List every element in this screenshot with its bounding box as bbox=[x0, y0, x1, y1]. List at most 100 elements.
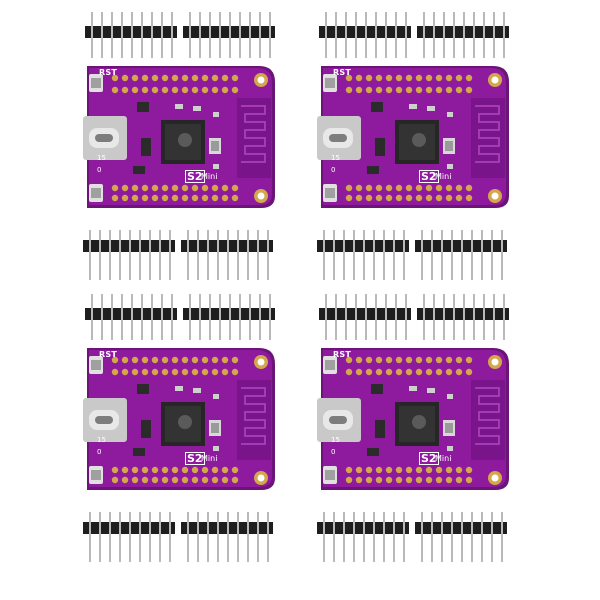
header-pin bbox=[451, 230, 453, 280]
header-pin bbox=[247, 230, 249, 280]
header-pin bbox=[473, 12, 475, 58]
header-pin bbox=[325, 294, 327, 340]
header-pin bbox=[217, 512, 219, 562]
pin-pad bbox=[191, 74, 199, 82]
header-pin bbox=[199, 294, 201, 340]
pin-pad bbox=[131, 86, 139, 94]
rst-label: RST bbox=[333, 350, 351, 359]
pin-pad bbox=[355, 86, 363, 94]
header-pin bbox=[91, 294, 93, 340]
pin-pad bbox=[151, 86, 159, 94]
pin-pad bbox=[365, 74, 373, 82]
pin-pad bbox=[355, 466, 363, 474]
header-pin bbox=[353, 230, 355, 280]
pin-pad bbox=[131, 74, 139, 82]
pin-pad bbox=[425, 194, 433, 202]
variant-label: Mini bbox=[435, 172, 452, 181]
header-pin bbox=[355, 12, 357, 58]
header-pin bbox=[385, 294, 387, 340]
header-pin bbox=[187, 512, 189, 562]
header-pin bbox=[483, 294, 485, 340]
pin-pad bbox=[385, 476, 393, 484]
header-pin bbox=[503, 12, 505, 58]
pin-pad bbox=[221, 74, 229, 82]
header-pin bbox=[433, 12, 435, 58]
pin-pad bbox=[465, 368, 473, 376]
pin-pad bbox=[345, 74, 353, 82]
pin-pad bbox=[375, 194, 383, 202]
header-pin bbox=[257, 512, 259, 562]
pin-pad bbox=[131, 356, 139, 364]
pin-pad bbox=[425, 86, 433, 94]
pin-pad bbox=[365, 466, 373, 474]
pin-pad bbox=[121, 476, 129, 484]
pin-pad bbox=[455, 86, 463, 94]
pin-pad bbox=[231, 368, 239, 376]
pin-pad bbox=[231, 74, 239, 82]
header-pin bbox=[119, 230, 121, 280]
pin-pad bbox=[111, 368, 119, 376]
pin-pad bbox=[355, 368, 363, 376]
pin-pad bbox=[415, 356, 423, 364]
header-pin bbox=[373, 512, 375, 562]
model-label: S2 bbox=[185, 170, 205, 183]
header-pin bbox=[323, 512, 325, 562]
header-pin bbox=[365, 12, 367, 58]
pin-pad bbox=[355, 194, 363, 202]
pin-pad bbox=[211, 356, 219, 364]
pin-pad bbox=[365, 86, 373, 94]
header-pin bbox=[355, 294, 357, 340]
header-pin bbox=[395, 294, 397, 340]
board-kit: RST S2 Mini 15 0 bbox=[0, 0, 297, 288]
pin-pad bbox=[161, 356, 169, 364]
header-pin bbox=[463, 12, 465, 58]
pin-pad bbox=[121, 466, 129, 474]
pin-pad bbox=[365, 184, 373, 192]
header-pin bbox=[431, 230, 433, 280]
header-pin bbox=[227, 512, 229, 562]
pin-pad bbox=[355, 356, 363, 364]
header-pin bbox=[237, 230, 239, 280]
model-label: S2 bbox=[419, 452, 439, 465]
header-pin bbox=[151, 294, 153, 340]
header-pin bbox=[207, 512, 209, 562]
header-pin bbox=[189, 12, 191, 58]
pin-pad bbox=[191, 368, 199, 376]
header-pin bbox=[375, 294, 377, 340]
pin-pad bbox=[415, 194, 423, 202]
kit-graphic bbox=[317, 12, 509, 280]
pin-pad bbox=[425, 466, 433, 474]
pin-pad bbox=[151, 74, 159, 82]
side-label: 0 bbox=[331, 166, 336, 174]
header-pin bbox=[421, 230, 423, 280]
header-pin bbox=[159, 230, 161, 280]
pin-pad bbox=[121, 74, 129, 82]
header-pin bbox=[405, 12, 407, 58]
pin-pad bbox=[395, 368, 403, 376]
pin-pad bbox=[465, 476, 473, 484]
pin-pad bbox=[171, 194, 179, 202]
pin-pad bbox=[201, 74, 209, 82]
pin-pad bbox=[395, 184, 403, 192]
pin-pad bbox=[141, 184, 149, 192]
pin-pad bbox=[375, 368, 383, 376]
header-pin bbox=[257, 230, 259, 280]
pin-pad bbox=[445, 74, 453, 82]
pin-pad bbox=[161, 184, 169, 192]
pcb bbox=[83, 66, 275, 208]
variant-label: Mini bbox=[201, 454, 218, 463]
pin-pad bbox=[151, 356, 159, 364]
pin-pad bbox=[415, 476, 423, 484]
header-pin bbox=[405, 294, 407, 340]
pin-pad bbox=[111, 74, 119, 82]
pin-pad bbox=[151, 368, 159, 376]
header-pin bbox=[229, 12, 231, 58]
pin-pad bbox=[221, 184, 229, 192]
pin-pad bbox=[385, 74, 393, 82]
header-pin bbox=[259, 12, 261, 58]
pin-pad bbox=[201, 184, 209, 192]
pin-pad bbox=[231, 356, 239, 364]
header-pin bbox=[111, 12, 113, 58]
pin-pad bbox=[385, 194, 393, 202]
pin-pad bbox=[405, 74, 413, 82]
